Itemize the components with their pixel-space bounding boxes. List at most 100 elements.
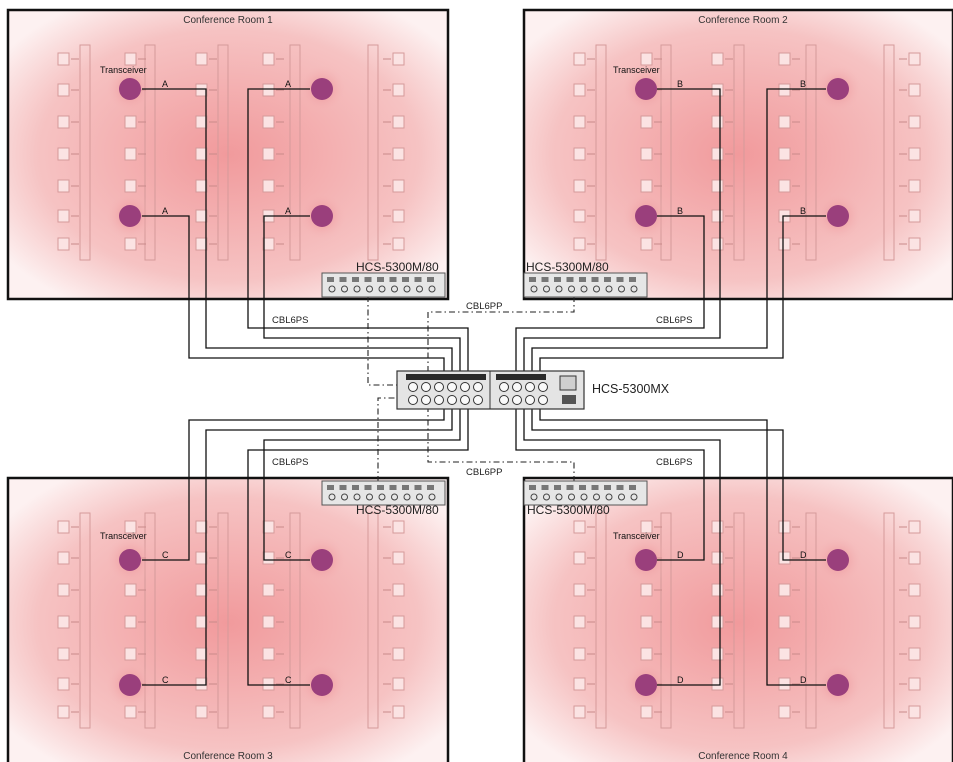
power-switch-icon	[559, 375, 577, 391]
chair	[711, 237, 724, 251]
chair	[573, 583, 586, 597]
chair	[195, 647, 208, 661]
transceiver-icon	[119, 205, 141, 227]
chair	[573, 179, 586, 193]
letter-c-4: C	[285, 675, 292, 685]
transceiver-icon	[311, 205, 333, 227]
matrix-port-icon	[538, 382, 548, 392]
chair	[640, 147, 653, 161]
chair	[908, 551, 921, 565]
room-1-title: Conference Room 1	[183, 15, 273, 26]
chair	[57, 520, 70, 534]
cable-room4-bottom-right	[539, 405, 826, 686]
connector-icon	[378, 493, 386, 501]
chair	[124, 52, 137, 66]
chair	[57, 647, 70, 661]
chair	[195, 520, 208, 534]
connector-icon	[593, 493, 600, 501]
chair	[57, 209, 70, 223]
chair	[711, 551, 724, 565]
power-cable-room4	[427, 406, 575, 481]
room-2-seating	[573, 44, 921, 261]
transceiver-icon	[827, 674, 849, 696]
chair	[908, 147, 921, 161]
cable-room3-top-right	[263, 405, 461, 561]
table-strip	[733, 512, 745, 729]
table-strip	[660, 512, 672, 729]
cable-room4-top-left	[515, 405, 705, 561]
chair	[573, 705, 586, 719]
chair	[573, 520, 586, 534]
chair	[262, 52, 275, 66]
conference-room-4: Conference Room 4	[522, 476, 953, 762]
connector-icon	[391, 285, 398, 293]
letter-c-2: C	[162, 675, 169, 685]
cable-room2-top-left	[523, 88, 721, 380]
chair	[711, 52, 724, 66]
chair	[392, 209, 405, 223]
port-icon	[339, 485, 347, 490]
chair	[908, 179, 921, 193]
chair	[778, 147, 791, 161]
chair	[124, 583, 137, 597]
connector-icon	[543, 493, 550, 501]
room-2-transceiver-label: Transceiver	[613, 65, 660, 75]
room-1-transceiver-label: Transceiver	[100, 65, 147, 75]
connector-icon	[630, 285, 638, 293]
port-icon	[389, 485, 397, 490]
matrix-port-icon	[447, 395, 457, 405]
chair	[262, 520, 275, 534]
chair	[262, 237, 275, 251]
room-4-title: Conference Room 4	[698, 751, 788, 762]
connector-icon	[555, 493, 563, 501]
chair	[640, 179, 653, 193]
chair	[778, 705, 791, 719]
cable-room2-bottom-left	[515, 215, 705, 380]
chair	[573, 147, 586, 161]
room-3-title: Conference Room 3	[183, 751, 273, 762]
chair	[908, 115, 921, 129]
cable-label-signal-room3: CBL6PS	[272, 457, 308, 468]
chair	[195, 52, 208, 66]
signal-cables	[142, 88, 826, 686]
chair	[908, 52, 921, 66]
matrix-port-icon	[434, 382, 444, 392]
port-icon	[327, 277, 334, 282]
port-icon	[591, 485, 599, 490]
chair	[195, 677, 208, 691]
connector-icon	[428, 285, 436, 293]
port-icon	[604, 485, 611, 490]
chair	[392, 52, 405, 66]
connector-icon	[416, 493, 423, 501]
port-icon	[427, 277, 434, 282]
connector-icon	[605, 493, 613, 501]
chair	[124, 615, 137, 629]
chair	[124, 179, 137, 193]
chair	[573, 52, 586, 66]
chair	[711, 615, 724, 629]
chair	[640, 647, 653, 661]
matrix-port-icon	[512, 395, 522, 405]
port-icon	[566, 485, 574, 490]
letter-a-1: A	[162, 79, 168, 89]
cable-room4-top-right	[531, 405, 826, 561]
matrix-port-icon	[447, 382, 457, 392]
matrix-port-icon	[525, 382, 535, 392]
chair	[908, 83, 921, 97]
port-icon	[604, 277, 611, 282]
table-strip	[289, 44, 301, 261]
chair	[908, 677, 921, 691]
port-icon	[414, 485, 422, 490]
unit-chassis	[321, 480, 446, 506]
room-2-title: Conference Room 2	[698, 15, 788, 26]
connector-icon	[403, 493, 411, 501]
chair	[778, 115, 791, 129]
connector-icon	[353, 493, 361, 501]
matrix-port-icon	[473, 395, 483, 405]
chair	[711, 179, 724, 193]
letter-b-4: B	[800, 206, 806, 216]
chair	[195, 209, 208, 223]
connector-icon	[568, 285, 575, 293]
matrix-port-icon	[538, 395, 548, 405]
matrix-port-icon	[512, 382, 522, 392]
